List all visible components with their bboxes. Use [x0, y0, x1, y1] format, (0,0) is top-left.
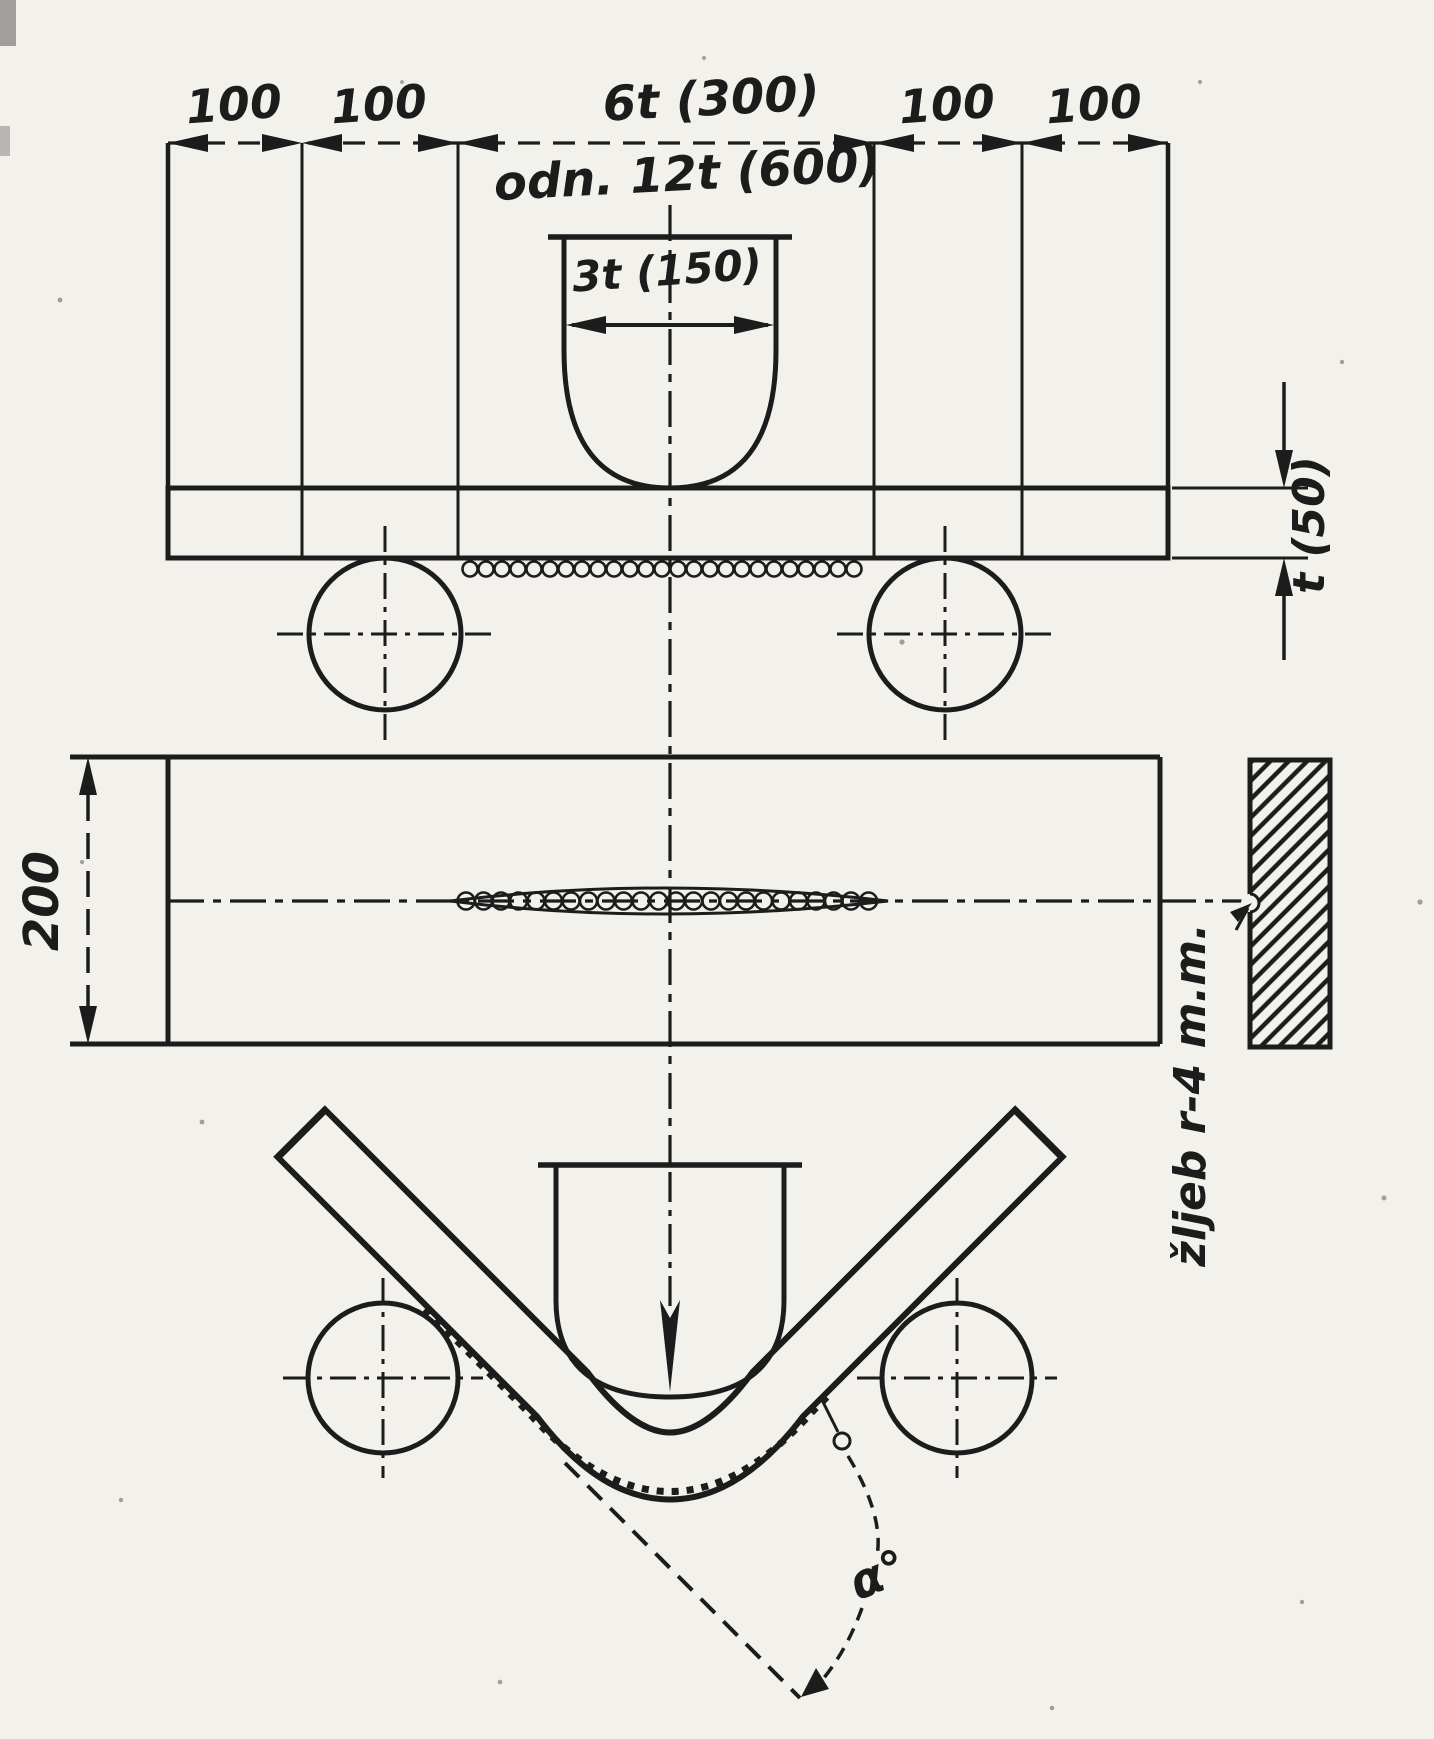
support-roller-right [837, 526, 1053, 742]
tangent-line [563, 1461, 802, 1700]
bend-roller-left [283, 1278, 483, 1478]
support-roller-left [277, 526, 493, 742]
bent-specimen [273, 1105, 1067, 1503]
bend-view: α° [273, 1105, 1067, 1700]
weld-zone-stipple [422, 1306, 835, 1495]
plan-view: 200 žljeb r-4 m.m. [14, 754, 1333, 1268]
end-cross-section [1241, 757, 1333, 1050]
width-dimension: 200 [14, 757, 97, 1044]
weld-bead-row-elevation [461, 560, 863, 578]
force-arrow [660, 1300, 680, 1392]
groove-label: žljeb r-4 m.m. [1165, 923, 1216, 1267]
dim-label-100-left-1: 100 [184, 74, 284, 135]
weld-seam-plan [449, 886, 889, 916]
dimension-arrowheads [168, 134, 1168, 152]
dim-label-100-right-2: 100 [1044, 74, 1144, 135]
paper-noise [0, 0, 1423, 1711]
dim-label-100-left-2: 100 [329, 74, 429, 135]
specimen-plate [165, 485, 1171, 561]
span-label-6t-300: 6t (300) [601, 65, 821, 132]
dim-label-100-right-1: 100 [897, 74, 997, 135]
thickness-label: t (50) [1284, 456, 1335, 594]
bend-roller-right [857, 1278, 1057, 1478]
leader-dot [832, 1431, 852, 1451]
punch-bend-view [538, 1162, 802, 1400]
plan-width-label: 200 [14, 851, 70, 951]
groove-annotation: žljeb r-4 m.m. [1165, 903, 1252, 1268]
thickness-dimension: t (50) [1172, 382, 1335, 660]
